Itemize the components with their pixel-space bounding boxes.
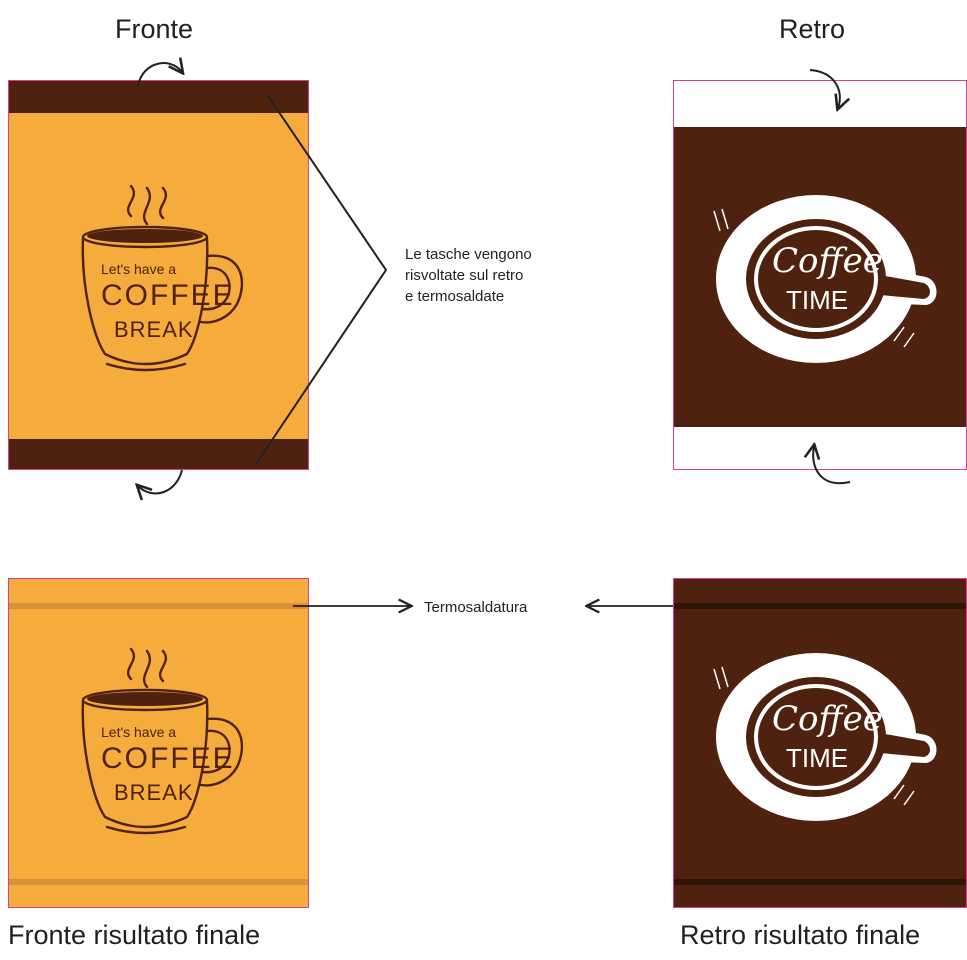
front-final-seal-bottom [9, 879, 308, 885]
coffee-cup-top-illustration-final [713, 653, 937, 821]
coffee-cup-top-illustration [713, 195, 937, 363]
front-top-fold-arrow [137, 63, 182, 87]
back-panel: Coffee TIME [673, 80, 967, 470]
front-bottom-flap [9, 439, 308, 469]
front-bottom-fold-arrow [138, 469, 183, 493]
coffee-mug-illustration-final [81, 647, 244, 835]
cup-text-line1: Coffee [772, 241, 883, 281]
fold-note-line1: Le tasche vengono [405, 246, 532, 263]
back-bottom-fold-arrow [813, 446, 851, 485]
cup-final-text-line1: Coffee [772, 699, 883, 739]
coffee-mug-illustration [81, 184, 244, 372]
front-top-flap [9, 81, 308, 113]
back-final-seal-top [674, 603, 966, 609]
front-final-panel: Let's have a COFFEE BREAK [8, 578, 309, 908]
fold-note: Le tasche vengono risvoltate sul retro e… [405, 244, 532, 307]
front-final-title: Fronte risultato finale [8, 920, 261, 950]
mug-text-line1: Let's have a [101, 261, 177, 277]
front-title: Fronte [115, 14, 194, 44]
back-final-panel: Coffee TIME [673, 578, 967, 908]
back-final-seal-bottom [674, 879, 966, 885]
fold-note-line3: e termosaldate [405, 288, 505, 305]
back-title: Retro [779, 14, 846, 44]
mug-final-text-line1: Let's have a [101, 724, 177, 740]
back-final-title: Retro risultato finale [680, 920, 921, 950]
seal-note: Termosaldatura [424, 599, 528, 616]
mug-final-text-line2: COFFEE [101, 742, 235, 775]
front-panel: Let's have a COFFEE BREAK [8, 80, 309, 470]
cup-text-line2: TIME [786, 285, 849, 315]
cup-final-text-line2: TIME [786, 743, 849, 773]
back-top-fold-arrow [809, 69, 840, 108]
fold-note-line2: risvoltate sul retro [405, 267, 524, 284]
mug-text-line2: COFFEE [101, 279, 235, 312]
mug-text-line3: BREAK [114, 317, 194, 342]
fold-chevron-line [255, 95, 388, 465]
mug-final-text-line3: BREAK [114, 780, 194, 805]
front-final-seal-top [9, 603, 308, 609]
